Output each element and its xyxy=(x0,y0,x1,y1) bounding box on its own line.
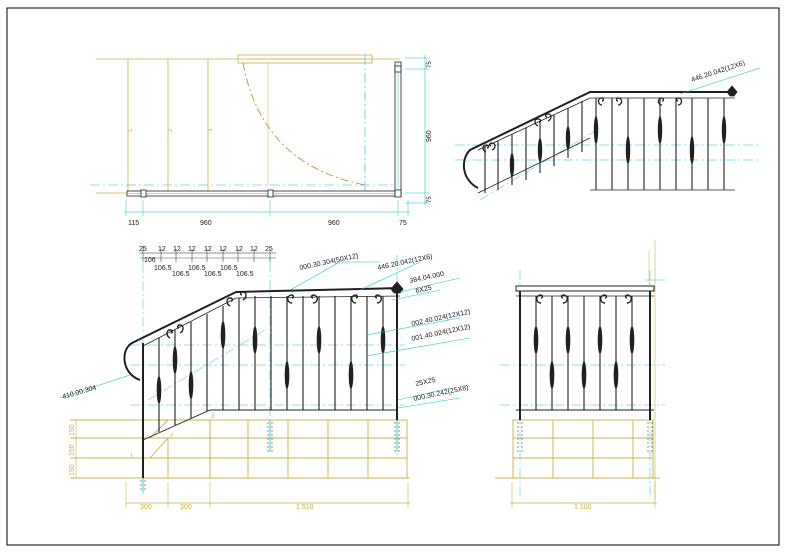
front-dim-106-5c: 106.5 xyxy=(188,265,206,272)
front-dim-106-5b: 106.5 xyxy=(172,271,190,278)
plan-dim-960a: 960 xyxy=(200,220,212,227)
front-dim-12a: 12 xyxy=(158,246,166,253)
callout-6x25: 6X25 xyxy=(415,285,433,295)
front-height-150c: 150 xyxy=(69,424,76,436)
side-elevation xyxy=(495,240,665,508)
callout-000-30-242: 000.30.242(25X8) xyxy=(413,384,469,402)
front-dim-12e: 12 xyxy=(219,246,227,253)
front-dim-106-5f: 106.5 xyxy=(236,271,254,278)
side-bottom-1100: 1 100 xyxy=(574,504,592,511)
front-dim-12b: 12 xyxy=(173,246,181,253)
front-dim-25a: 25 xyxy=(139,246,147,253)
plan-dim-right-960: 960 xyxy=(426,130,433,142)
plan-step-1: 1 xyxy=(128,128,134,132)
front-callouts: 000.30.304(50X12) 446.20.042(12X6) 384.0… xyxy=(62,253,471,403)
callout-001-40-024: 001.40.024(12X12) xyxy=(411,324,471,343)
front-bottom-1510: 1 510 xyxy=(296,504,314,511)
plan-dim-75: 75 xyxy=(399,220,407,227)
sheet-border xyxy=(6,7,780,546)
plan-dim-115: 115 xyxy=(128,220,139,227)
front-bottom-300a: 300 xyxy=(140,504,152,511)
plan-dim-right-75b: 75 xyxy=(427,196,433,203)
front-dim-106-5d: 106.5 xyxy=(204,271,222,278)
front-dim-25b: 25 xyxy=(265,246,273,253)
front-dim-106: 106 xyxy=(144,257,156,264)
plan-view xyxy=(90,54,430,216)
callout-410-00-304: 410.00.304 xyxy=(62,385,98,401)
front-dim-12g: 12 xyxy=(250,246,258,253)
front-step-2: 2 xyxy=(170,434,174,440)
front-top-dims: 25 12 12 12 12 12 12 12 25 106 106.5 106… xyxy=(139,246,273,278)
front-step-1: 1 xyxy=(130,454,134,460)
plan-step-2: 2 xyxy=(168,128,174,132)
front-height-150a: 150 xyxy=(69,464,76,476)
front-height-150b: 150 xyxy=(69,444,76,456)
callout-000-30-304: 000.30.304(50X12) xyxy=(299,253,359,272)
front-dim-12d: 12 xyxy=(204,246,212,253)
iso-view xyxy=(455,67,761,201)
front-dim-12f: 12 xyxy=(235,246,243,253)
front-bottom-300b: 300 xyxy=(180,504,192,511)
callout-25x25: 25X25 xyxy=(415,377,436,388)
front-dim-106-5a: 106.5 xyxy=(154,265,172,272)
plan-step-3: 3 xyxy=(208,128,214,132)
plan-dim-right-75a: 75 xyxy=(427,61,433,68)
front-step-3: 3 xyxy=(211,414,215,420)
iso-callout: 446.20.042(12X6) xyxy=(690,60,745,84)
front-elevation xyxy=(59,245,471,508)
front-dim-106-5e: 106.5 xyxy=(220,265,238,272)
plan-dim-960b: 960 xyxy=(328,220,340,227)
front-dim-12c: 12 xyxy=(188,246,196,253)
